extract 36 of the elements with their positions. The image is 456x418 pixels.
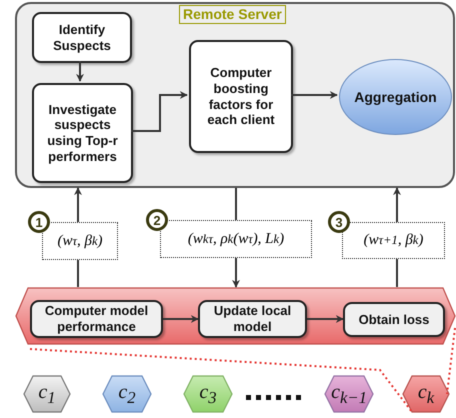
client-hexagon [23,375,71,413]
arrow [291,91,338,99]
arrow [307,315,344,323]
process-label: Computer boosting factors for each client [206,65,276,128]
dotted-line [446,328,456,394]
step-number: 3 [328,211,350,233]
step-number: 1 [28,211,50,233]
process-box [32,83,133,183]
client-label: c$_{3}$ [199,380,217,408]
arrow [131,91,188,132]
client-label: c$_{2}$ [118,380,136,408]
process-box [343,302,445,337]
client-label: c$_{k}$ [418,380,434,408]
process-box [32,12,132,63]
server-panel [15,2,455,188]
process-box [198,300,307,338]
client-hexagon [402,375,450,413]
arrow [76,61,84,82]
process-label: Update local model [212,303,292,335]
client-label: c$_{k−1}$ [331,380,367,408]
node-label: Aggregation [354,88,437,106]
panel-title: Remote Server [179,5,286,24]
process-label: Computer model performance [44,303,150,335]
process-label: Identify Suspects [52,22,112,54]
client-hexagon [183,375,233,413]
step-number: 2 [146,209,168,231]
process-label: Obtain loss [358,312,430,328]
arrow [163,315,199,323]
dotted-line [30,348,413,413]
client-hexagon [324,375,374,413]
client-band [15,287,456,345]
client-label: c$_{1}$ [38,380,56,408]
process-label: Investigate suspects using Top-r performers [46,102,119,164]
client-hexagon [102,375,152,413]
process-box [30,300,163,338]
process-box [189,40,293,153]
